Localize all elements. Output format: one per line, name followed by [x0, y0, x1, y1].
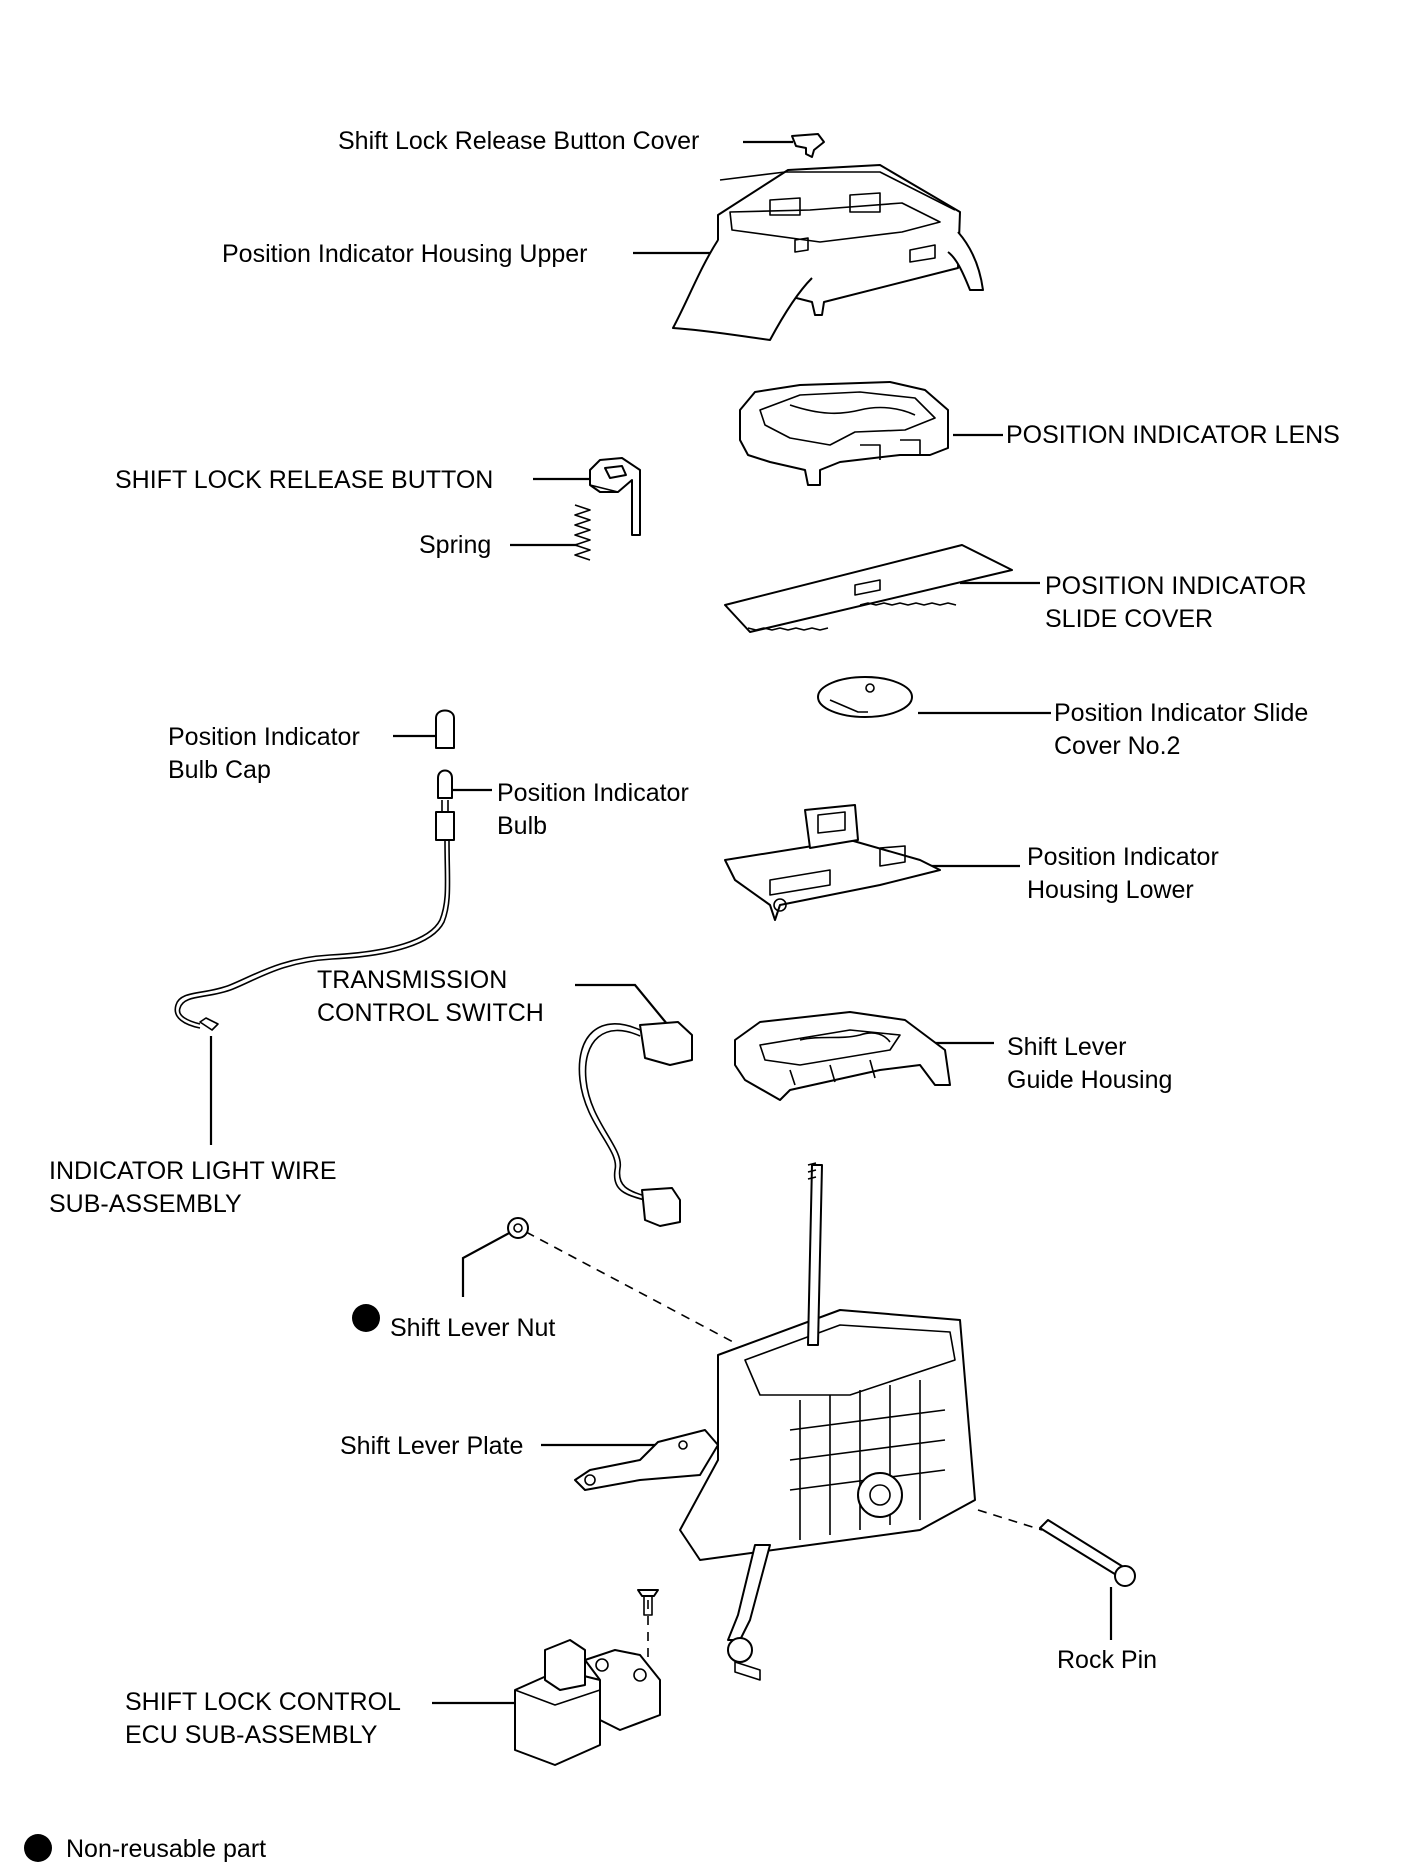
label-bulb-line2: Bulb: [497, 812, 547, 840]
ecu-screw-part: [637, 1589, 659, 1616]
non-reusable-marker-nut: [352, 1304, 380, 1332]
label-shift-lock-release-button-cover: Shift Lock Release Button Cover: [338, 127, 699, 155]
indicator-light-wire-part: [174, 839, 451, 1031]
label-rock-pin: Rock Pin: [1057, 1646, 1157, 1674]
position-indicator-bulb-cap-part: [435, 709, 455, 749]
label-shift-lock-release-button: SHIFT LOCK RELEASE BUTTON: [115, 466, 493, 494]
label-slide-cover-line1: POSITION INDICATOR: [1045, 572, 1307, 600]
position-indicator-housing-upper-part: [672, 164, 984, 341]
spring-part: [574, 504, 591, 561]
position-indicator-slide-cover-part: [724, 544, 1013, 633]
label-bulb-cap-line1: Position Indicator: [168, 723, 360, 751]
shift-lever-plate-assembly-part: [574, 1162, 976, 1681]
position-indicator-housing-lower-part: [724, 804, 941, 921]
label-housing-lower-line2: Housing Lower: [1027, 876, 1194, 904]
shift-lock-release-button-cover-part: [791, 133, 825, 158]
legend-non-reusable-label: Non-reusable part: [66, 1835, 266, 1863]
position-indicator-lens-part: [739, 381, 949, 486]
label-shift-lever-nut: Shift Lever Nut: [390, 1314, 555, 1342]
shift-lever-guide-housing-part: [734, 1011, 951, 1101]
transmission-control-switch-part: [578, 1021, 693, 1227]
label-bulb-cap-line2: Bulb Cap: [168, 756, 271, 784]
label-shift-lever-plate: Shift Lever Plate: [340, 1432, 523, 1460]
non-reusable-marker-legend: [24, 1834, 52, 1862]
label-slide-cover-line2: SLIDE COVER: [1045, 605, 1213, 633]
shift-lever-nut-part: [507, 1217, 529, 1239]
label-spring: Spring: [419, 531, 491, 559]
label-guide-housing-line2: Guide Housing: [1007, 1066, 1172, 1094]
shift-lock-control-ecu-part: [514, 1639, 661, 1766]
label-position-indicator-lens: POSITION INDICATOR LENS: [1006, 421, 1340, 449]
shift-lock-release-button-part: [589, 457, 641, 536]
label-guide-housing-line1: Shift Lever: [1007, 1033, 1127, 1061]
position-indicator-bulb-part: [435, 769, 455, 841]
label-bulb-line1: Position Indicator: [497, 779, 689, 807]
position-indicator-slide-cover-no2-part: [817, 676, 913, 718]
label-wire-line1: INDICATOR LIGHT WIRE: [49, 1157, 337, 1185]
label-ecu-line1: SHIFT LOCK CONTROL: [125, 1688, 401, 1716]
label-housing-lower-line1: Position Indicator: [1027, 843, 1219, 871]
label-transmission-switch-line1: TRANSMISSION: [317, 966, 507, 994]
label-position-indicator-housing-upper: Position Indicator Housing Upper: [222, 240, 587, 268]
label-ecu-line2: ECU SUB-ASSEMBLY: [125, 1721, 378, 1749]
label-transmission-switch-line2: CONTROL SWITCH: [317, 999, 544, 1027]
label-slide-cover-no2-line1: Position Indicator Slide: [1054, 699, 1308, 727]
label-wire-line2: SUB-ASSEMBLY: [49, 1190, 242, 1218]
label-slide-cover-no2-line2: Cover No.2: [1054, 732, 1180, 760]
rock-pin-part: [1039, 1519, 1136, 1587]
